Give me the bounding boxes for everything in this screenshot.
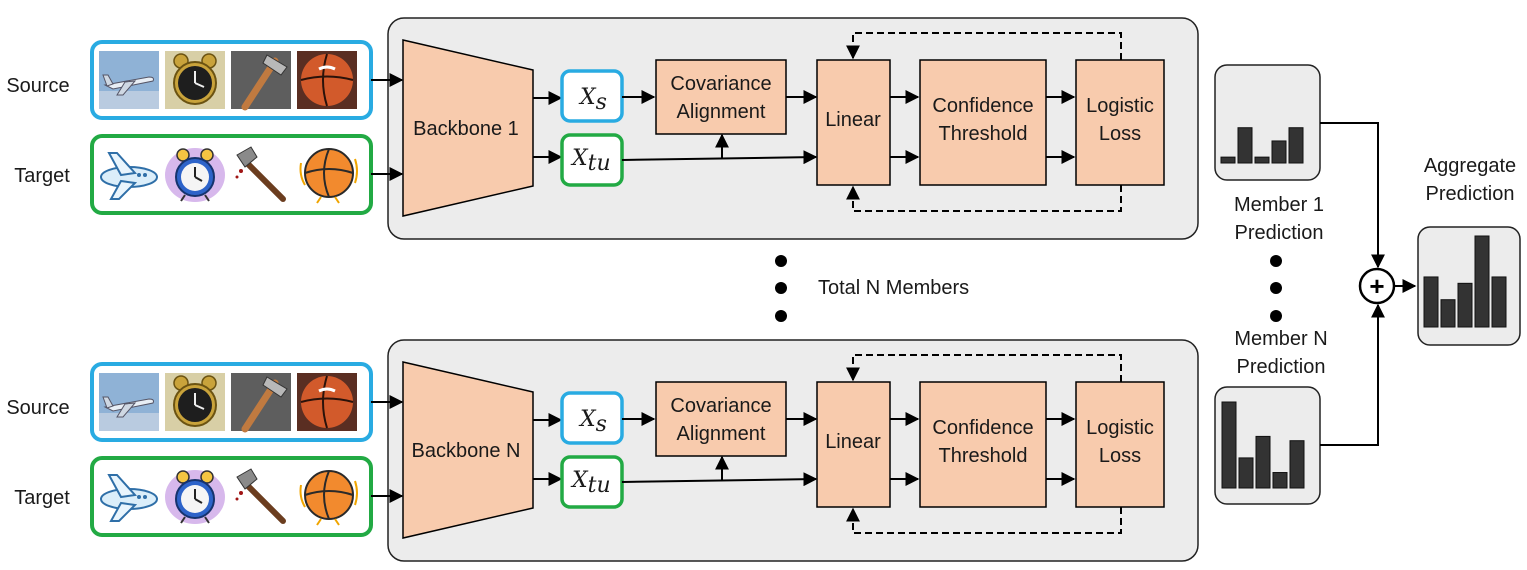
member-1-prediction-bar-2 bbox=[1237, 127, 1253, 164]
xtu-symbol: X bbox=[570, 146, 589, 171]
linear-label: Linear bbox=[825, 109, 881, 131]
member-n-prediction-bars bbox=[1221, 401, 1305, 489]
covariance-label-line2: Alignment bbox=[677, 423, 766, 445]
xtu-subscript: tu bbox=[588, 473, 611, 498]
linear-block bbox=[816, 59, 891, 186]
logistic-loss-block bbox=[1075, 59, 1165, 186]
aggregate-prediction-bar-4 bbox=[1474, 235, 1490, 328]
member-n-prediction-bar-5 bbox=[1289, 440, 1305, 489]
covariance-label-line2: Alignment bbox=[677, 101, 766, 123]
airplane-photo-icon bbox=[98, 372, 160, 432]
source-label: Source bbox=[6, 75, 69, 97]
target-label: Target bbox=[14, 165, 70, 187]
alarm-clock-clipart-icon bbox=[164, 147, 226, 203]
total-members-label: Total N Members bbox=[818, 277, 969, 299]
backbone-label: Backbone 1 bbox=[413, 118, 519, 140]
member-n-prediction-bar-4 bbox=[1272, 472, 1288, 489]
member-1-prediction-bar-3 bbox=[1254, 156, 1270, 164]
xtu-symbol: X bbox=[570, 468, 589, 493]
member-n-prediction-line2: Prediction bbox=[1237, 356, 1326, 378]
xs-subscript: s bbox=[596, 412, 607, 437]
member-1-pipeline: Source Target Backbone 1 Xs Xtu Covarian… bbox=[6, 17, 1199, 240]
member-n-prediction-bar-3 bbox=[1255, 435, 1271, 489]
aggregate-prediction-line1: Aggregate bbox=[1424, 155, 1516, 177]
member-n-prediction-bar-2 bbox=[1238, 457, 1254, 489]
confidence-label-line1: Confidence bbox=[932, 95, 1033, 117]
logistic-label-line2: Loss bbox=[1099, 123, 1141, 145]
svg-text:Xtu: Xtu bbox=[570, 468, 611, 498]
axe-photo-icon bbox=[231, 373, 291, 431]
logistic-loss-block bbox=[1075, 381, 1165, 508]
linear-block bbox=[816, 381, 891, 508]
covariance-label-line1: Covariance bbox=[670, 395, 771, 417]
confidence-label-line2: Threshold bbox=[939, 123, 1028, 145]
aggregate-prediction-bars bbox=[1423, 235, 1507, 328]
confidence-threshold-block bbox=[919, 381, 1047, 508]
aggregate-prediction-bar-3 bbox=[1457, 282, 1473, 328]
feedback-loop-bottom bbox=[846, 507, 1122, 534]
logistic-label-line1: Logistic bbox=[1086, 95, 1154, 117]
alarm-clock-clipart-icon bbox=[164, 469, 226, 525]
confidence-label-line2: Threshold bbox=[939, 445, 1028, 467]
member-1-prediction-line1: Member 1 bbox=[1234, 194, 1324, 216]
backbone-block bbox=[402, 39, 534, 217]
svg-text:Xs: Xs bbox=[578, 407, 607, 437]
covariance-alignment-block bbox=[655, 381, 787, 457]
alarm-clock-photo-icon bbox=[164, 372, 226, 432]
basketball-photo-icon bbox=[295, 371, 359, 433]
predictions-ellipsis bbox=[1270, 255, 1282, 322]
backbone-label: Backbone N bbox=[412, 440, 521, 462]
confidence-label-line1: Confidence bbox=[932, 417, 1033, 439]
source-label: Source bbox=[6, 397, 69, 419]
member-n-prediction-line1: Member N bbox=[1234, 328, 1327, 350]
target-label: Target bbox=[14, 487, 70, 509]
alarm-clock-photo-icon bbox=[164, 50, 226, 110]
member-1-prediction-line2: Prediction bbox=[1235, 222, 1324, 244]
member-1-prediction-bar-5 bbox=[1288, 127, 1304, 164]
axe-photo-icon bbox=[231, 51, 291, 109]
xtu-subscript: tu bbox=[588, 151, 611, 176]
aggregate-prediction-bar-2 bbox=[1440, 299, 1456, 328]
feedback-loop-bottom bbox=[846, 185, 1122, 212]
member-n-pipeline: Source Target Backbone N Xs Xtu Covarian… bbox=[6, 339, 1199, 562]
basketball-photo-icon bbox=[295, 49, 359, 111]
confidence-threshold-block bbox=[919, 59, 1047, 186]
feedback-loop-top bbox=[846, 354, 1122, 382]
aggregate-prediction-bar-1 bbox=[1423, 276, 1439, 328]
xs-symbol: X bbox=[578, 85, 597, 110]
sum-symbol: + bbox=[1369, 271, 1384, 301]
svg-text:Xs: Xs bbox=[578, 85, 607, 115]
feedback-loop-top bbox=[846, 32, 1122, 60]
members-ellipsis bbox=[775, 255, 787, 322]
svg-text:Xtu: Xtu bbox=[570, 146, 611, 176]
backbone-block bbox=[402, 361, 534, 539]
linear-label: Linear bbox=[825, 431, 881, 453]
logistic-label-line2: Loss bbox=[1099, 445, 1141, 467]
xs-subscript: s bbox=[596, 90, 607, 115]
airplane-photo-icon bbox=[98, 50, 160, 110]
member-1-prediction-bar-4 bbox=[1271, 140, 1287, 164]
covariance-label-line1: Covariance bbox=[670, 73, 771, 95]
aggregate-prediction-line2: Prediction bbox=[1426, 183, 1515, 205]
member-1-prediction-bars bbox=[1220, 127, 1304, 164]
member-1-prediction-bar-1 bbox=[1220, 156, 1236, 164]
aggregate-prediction-bar-5 bbox=[1491, 276, 1507, 328]
member-n-prediction-bar-1 bbox=[1221, 401, 1237, 489]
logistic-label-line1: Logistic bbox=[1086, 417, 1154, 439]
xs-symbol: X bbox=[578, 407, 597, 432]
